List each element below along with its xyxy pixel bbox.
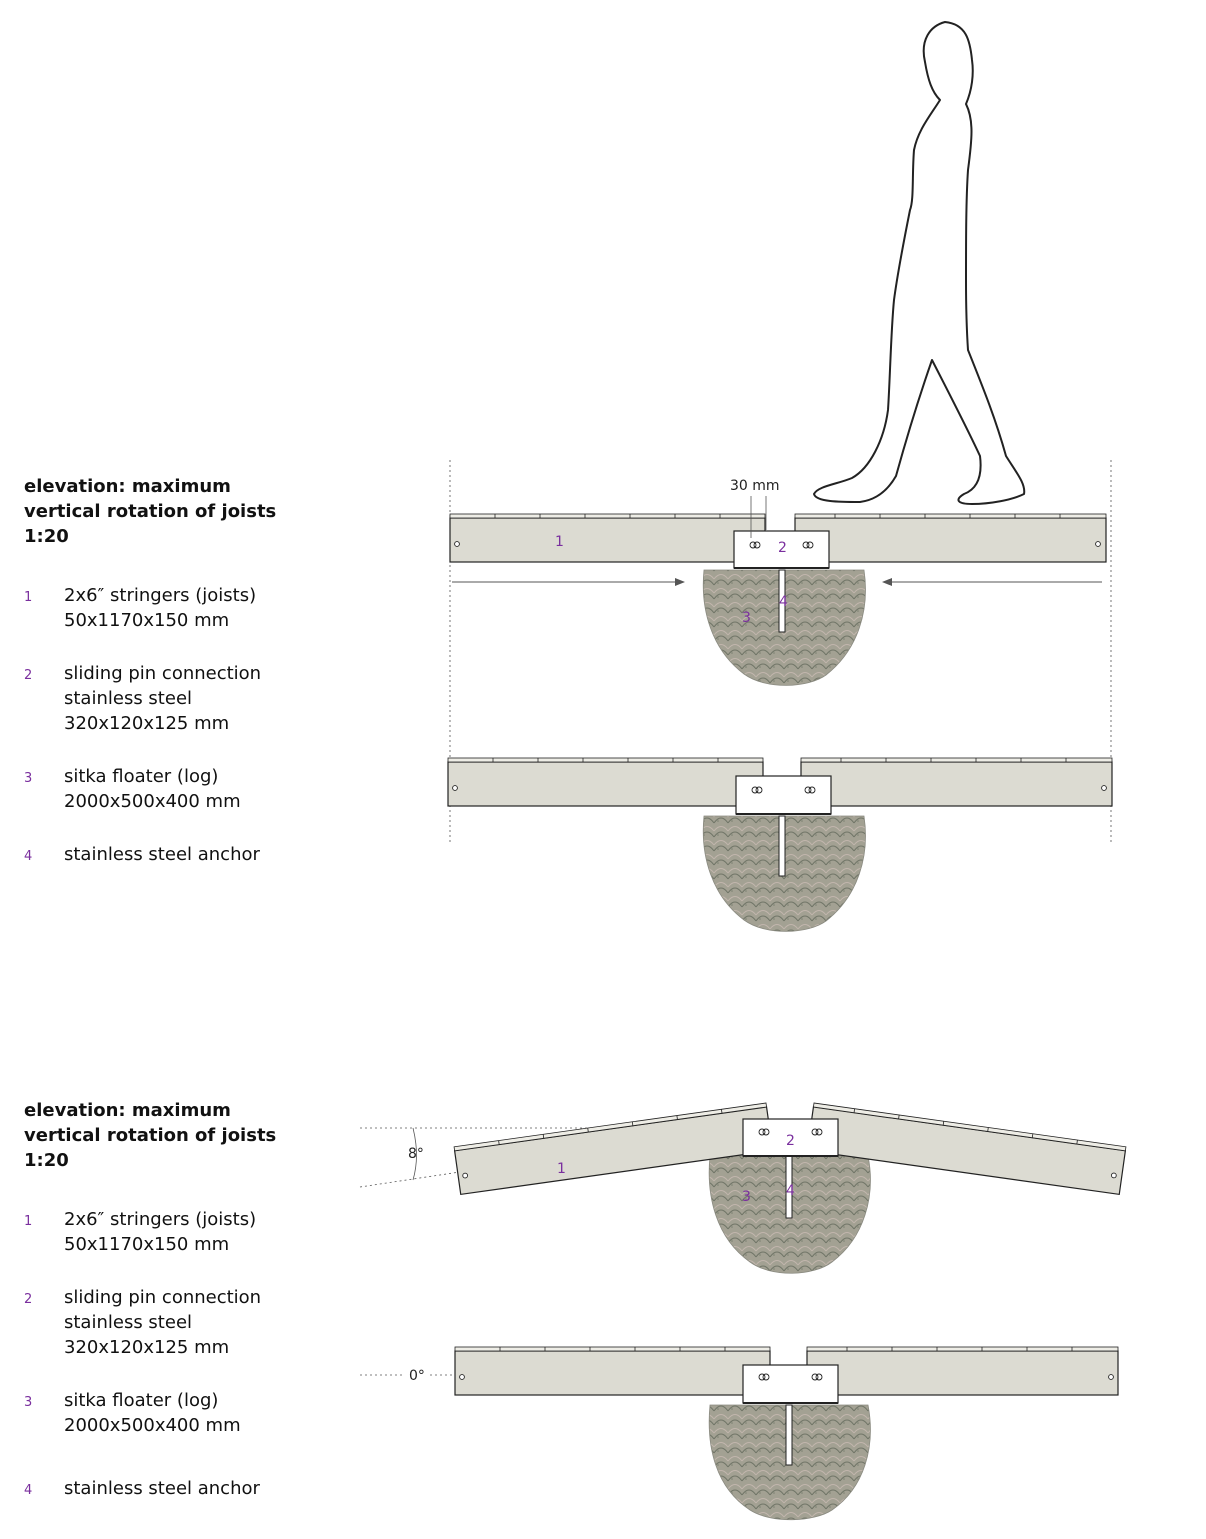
legend-item-pin-connection: 2 sliding pin connection stainless steel… [24, 1287, 262, 1358]
bottom-elevation-rotated: 8° [359, 1102, 1127, 1274]
joist-right [794, 513, 1107, 563]
angle-label-flat: 0° [409, 1368, 425, 1384]
gap-dimension-label: 30 mm [730, 478, 780, 494]
legend-item-stringers: 1 2x6″ stringers (joists) 50x1170x150 mm [24, 1209, 257, 1255]
diagram-title-top: elevation: maximum vertical rotation of … [24, 476, 277, 547]
joist-left [447, 757, 764, 807]
legend-item-floater: 3 sitka floater (log) 2000x500x400 mm [24, 1390, 241, 1436]
diagram-title-bottom: elevation: maximum vertical rotation of … [24, 1100, 277, 1171]
steel-anchor [778, 569, 786, 633]
callout-anchor: 4 [779, 594, 788, 610]
joist-left [454, 1346, 771, 1396]
legend-item-stringers: 1 2x6″ stringers (joists) 50x1170x150 mm [24, 585, 257, 631]
pin-connection-plate [735, 775, 832, 815]
legend-item-anchor: 4 stainless steel anchor [24, 1478, 260, 1499]
legend-item-floater: 3 sitka floater (log) 2000x500x400 mm [24, 766, 241, 812]
joist-right [806, 1346, 1119, 1396]
joist-right [800, 757, 1113, 807]
callout-anchor: 4 [786, 1183, 795, 1199]
legend-item-anchor: 4 stainless steel anchor [24, 844, 260, 865]
angle-label-rotated: 8° [408, 1146, 424, 1162]
callout-connection: 2 [786, 1133, 795, 1149]
angle-arc [412, 1127, 417, 1181]
joist-left [449, 513, 766, 563]
joist-right-rotated [806, 1102, 1127, 1196]
top-elevation-alt [447, 757, 1113, 932]
legend-item-pin-connection: 2 sliding pin connection stainless steel… [24, 663, 262, 734]
callout-joist: 1 [557, 1161, 566, 1177]
pin-connection-plate [742, 1118, 839, 1157]
person-silhouette [813, 21, 1026, 505]
top-elevation: 30 mm 1 2 3 4 [449, 21, 1112, 845]
callout-connection: 2 [778, 540, 787, 556]
steel-anchor [785, 1404, 793, 1466]
callout-joist: 1 [555, 534, 564, 550]
legend-top: elevation: maximum vertical rotation of … [24, 474, 354, 867]
callout-floater: 3 [742, 610, 751, 626]
callout-floater: 3 [742, 1189, 751, 1205]
pin-connection-plate [742, 1364, 839, 1404]
steel-anchor [778, 815, 786, 877]
legend-bottom: elevation: maximum vertical rotation of … [24, 1098, 354, 1501]
pin-connection-plate [733, 530, 830, 569]
bottom-elevation-flat: 0° [360, 1346, 1119, 1521]
